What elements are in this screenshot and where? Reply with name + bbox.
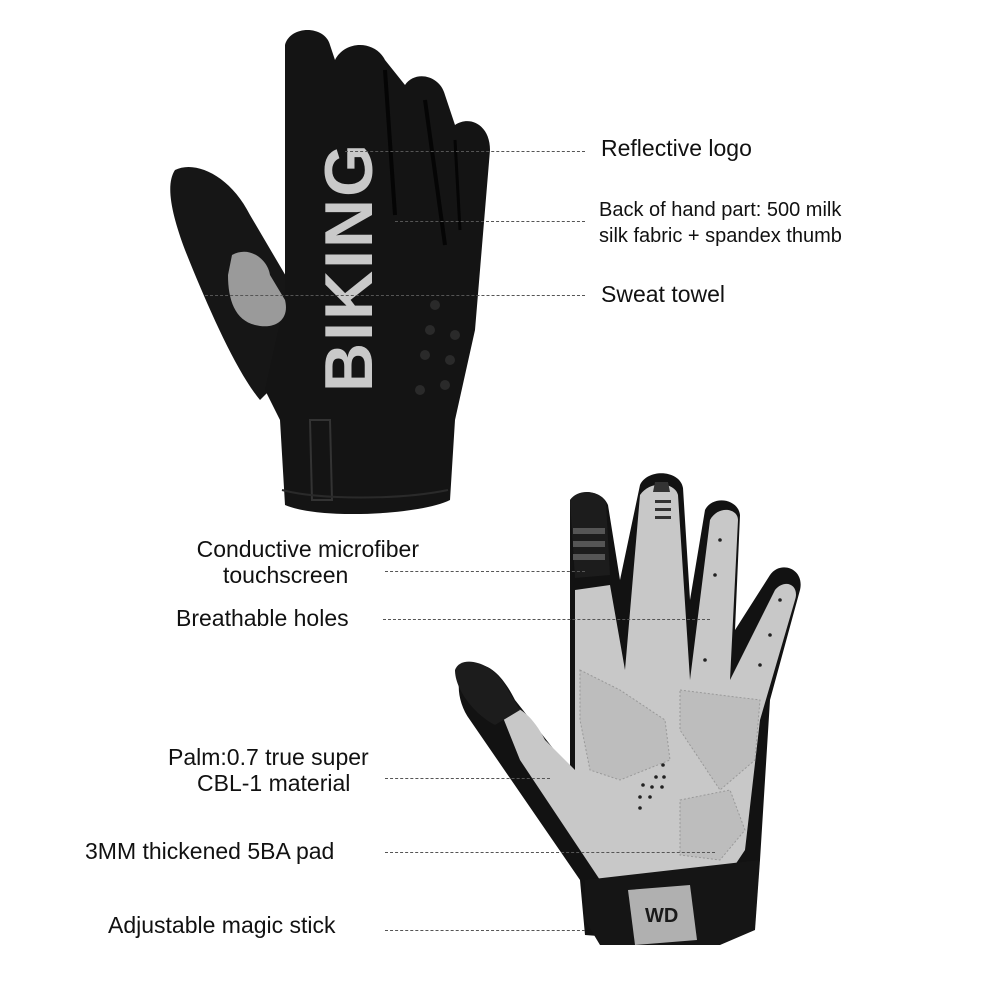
biking-logo: BIKING	[311, 142, 387, 392]
callout-touchscreen-line2: touchscreen	[223, 562, 349, 588]
callout-touchscreen-line1: Conductive microfiber	[196, 536, 419, 562]
callout-sweat-towel: Sweat towel	[601, 281, 726, 307]
leader-line-reflective-logo	[345, 151, 585, 152]
leader-line-back-of-hand	[395, 221, 585, 222]
wd-brand-mark: WD	[645, 905, 678, 927]
callout-pad: 3MM thickened 5BA pad	[85, 838, 335, 864]
callout-reflective-logo: Reflective logo	[601, 135, 752, 161]
callout-breathable-holes: Breathable holes	[176, 605, 349, 631]
palm-glove: WD	[455, 473, 801, 945]
callout-palm-line2: CBL-1 material	[197, 770, 351, 796]
callout-back-of-hand-line1: Back of hand part: 500 milk	[599, 199, 842, 221]
leader-line-magic-stick	[385, 930, 585, 931]
leader-line-pad	[385, 852, 715, 853]
leader-line-touchscreen	[385, 571, 585, 572]
callout-back-of-hand-line2: silk fabric + spandex thumb	[599, 225, 842, 247]
callout-magic-stick: Adjustable magic stick	[108, 912, 336, 938]
leader-line-sweat-towel	[205, 295, 585, 296]
leader-line-breathable-holes	[383, 619, 710, 620]
callout-palm-line1: Palm:0.7 true super	[168, 744, 369, 770]
leader-line-palm	[385, 778, 550, 779]
